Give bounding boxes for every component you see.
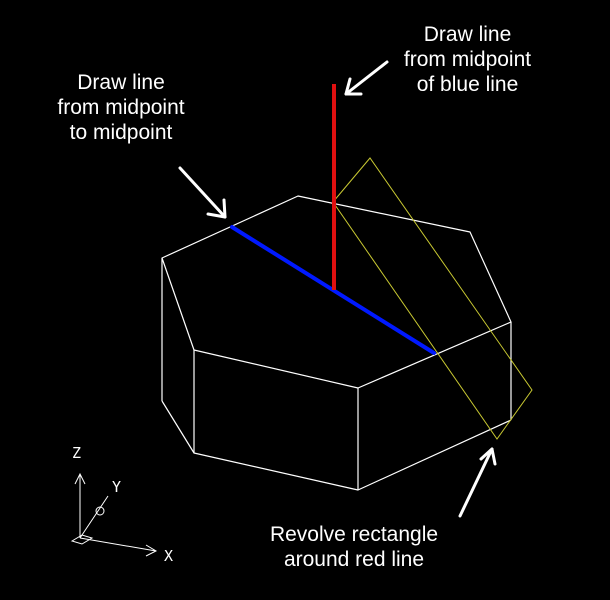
hexagonal-prism — [161, 195, 512, 491]
callout-left: Draw line from midpoint to midpoint — [51, 70, 191, 145]
ucs-icon — [70, 472, 158, 557]
callout-left-line-1: Draw line — [77, 71, 165, 94]
arrow-to-blue-line — [178, 166, 227, 219]
callout-bottom-line-2: around red line — [283, 548, 425, 571]
ucs-y-label: Y — [112, 478, 122, 496]
ucs-y-axis — [79, 495, 109, 539]
ucs-x-axis — [79, 537, 157, 552]
callout-top-line-3: of blue line — [416, 73, 519, 96]
callout-arrows — [178, 60, 497, 518]
callout-top-line-2: from midpoint — [403, 48, 532, 71]
callout-bottom-line-1: Revolve rectangle — [269, 523, 439, 546]
callout-left-line-3: to midpoint — [69, 121, 173, 144]
ucs-x-label: X — [164, 547, 174, 565]
callout-top: Draw line from midpoint of blue line — [395, 22, 540, 97]
prism-bottom-edges — [161, 400, 512, 491]
callout-bottom: Revolve rectangle around red line — [249, 522, 459, 572]
callout-left-line-2: from midpoint — [57, 96, 185, 119]
arrow-to-red-line — [344, 60, 389, 96]
revolve-rectangle[interactable] — [332, 157, 533, 440]
ucs-origin-box — [70, 534, 94, 545]
callout-top-line-1: Draw line — [423, 23, 512, 46]
ucs-z-label: Z — [72, 444, 82, 462]
arrow-to-rectangle — [458, 447, 497, 518]
